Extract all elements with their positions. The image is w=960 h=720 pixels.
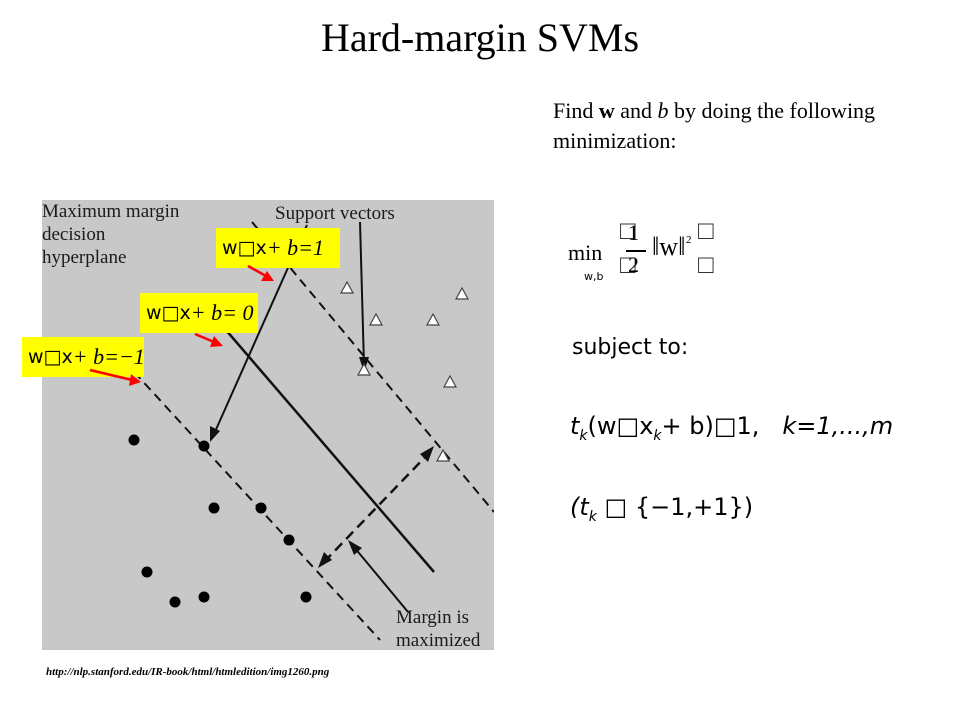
- constraint-x-sub: k: [653, 427, 662, 444]
- margin-pointer-head: [348, 540, 362, 555]
- fraction-bar: [626, 250, 646, 252]
- class-triangle-5: [356, 362, 372, 376]
- class-dot-9: [300, 591, 312, 603]
- fraction-numerator: 1: [628, 220, 639, 245]
- support-vector-pointer-2-head: [210, 426, 220, 442]
- min-subscript: w,b: [584, 270, 604, 283]
- margin-width-arrow-head-1: [318, 552, 332, 568]
- margin-width-arrow-head-2: [420, 446, 434, 462]
- eq-lower-lhs: w□x: [28, 346, 73, 368]
- label-margin-maximized: Margin is maximized: [396, 607, 481, 650]
- tset-rest: □ {−1,+1}): [596, 493, 754, 521]
- bracket-right-top: □: [698, 216, 714, 245]
- intro-b: b: [657, 98, 669, 123]
- margin-pointer: [353, 546, 409, 613]
- label-set-definition: (tk □ {−1,+1}): [570, 493, 753, 525]
- class-dot-4: [255, 502, 267, 514]
- eq-middle-lhs: w□x: [146, 302, 191, 324]
- constraint-t: t: [570, 412, 580, 440]
- class-triangle-2: [454, 286, 470, 300]
- fraction-denominator: 2: [628, 252, 639, 277]
- margin-line-lower: [113, 349, 381, 641]
- tset-sub: k: [588, 508, 597, 525]
- decision-hyperplane: [206, 307, 435, 573]
- constraint-t-sub: k: [579, 427, 588, 444]
- intro-prefix: Find: [553, 98, 599, 123]
- equation-upper-margin: w□x+ b=1: [216, 228, 340, 268]
- source-url: http://nlp.stanford.edu/IR-book/html/htm…: [46, 666, 330, 678]
- constraint-body-rest: + b)□1,: [661, 412, 760, 440]
- eq-middle-rhs: + b= 0: [190, 300, 254, 325]
- margin-width-arrow: [323, 451, 431, 563]
- intro-text: Find w and b by doing the following mini…: [553, 96, 933, 156]
- class-dot-1: [128, 434, 140, 446]
- eq-upper-rhs: + b=1: [266, 235, 324, 260]
- norm-exponent: 2: [686, 234, 692, 246]
- class-triangle-7: [435, 448, 451, 462]
- class-triangle-6: [442, 374, 458, 388]
- equation-hyperplane: w□x+ b= 0: [140, 293, 258, 333]
- margin-line-upper: [251, 221, 494, 513]
- class-dot-2: [198, 440, 210, 452]
- slide-title: Hard-margin SVMs: [320, 15, 640, 60]
- bracket-left-bottom: □: [620, 250, 636, 279]
- class-dot-5: [283, 534, 295, 546]
- intro-w: w: [598, 98, 615, 123]
- label-max-margin-hyperplane: Maximum margin decision hyperplane: [42, 201, 180, 268]
- bracket-left-top: □: [620, 216, 636, 245]
- equation-lower-margin: w□x+ b=−1: [22, 337, 145, 377]
- class-dot-7: [169, 596, 181, 608]
- tset-t: (t: [570, 493, 589, 521]
- class-triangle-4: [425, 312, 441, 326]
- class-dot-6: [141, 566, 153, 578]
- bracket-right-bottom: □: [698, 250, 714, 279]
- objective-min: min w,b: [568, 218, 748, 288]
- label-support-vectors: Support vectors: [275, 203, 395, 224]
- intro-suffix: by doing the following minimization:: [553, 98, 876, 153]
- norm-w: ‖w‖: [652, 232, 686, 261]
- class-dot-3: [208, 502, 220, 514]
- subject-to-label: subject to:: [572, 335, 689, 360]
- class-triangle-3: [368, 312, 384, 326]
- class-triangle-1: [339, 280, 355, 294]
- eq-lower-rhs: + b=−1: [72, 344, 145, 369]
- min-operator: min: [568, 240, 603, 265]
- intro-mid: and: [614, 98, 658, 123]
- constraint-equation: tk(w□xk+ b)□1, k=1,...,m: [570, 412, 893, 444]
- class-dot-8: [198, 591, 210, 603]
- constraint-body: (w□x: [587, 412, 654, 440]
- eq-upper-lhs: w□x: [222, 237, 267, 259]
- support-vector-pointer-1: [359, 221, 365, 366]
- constraint-range: k=1,...,m: [782, 412, 894, 440]
